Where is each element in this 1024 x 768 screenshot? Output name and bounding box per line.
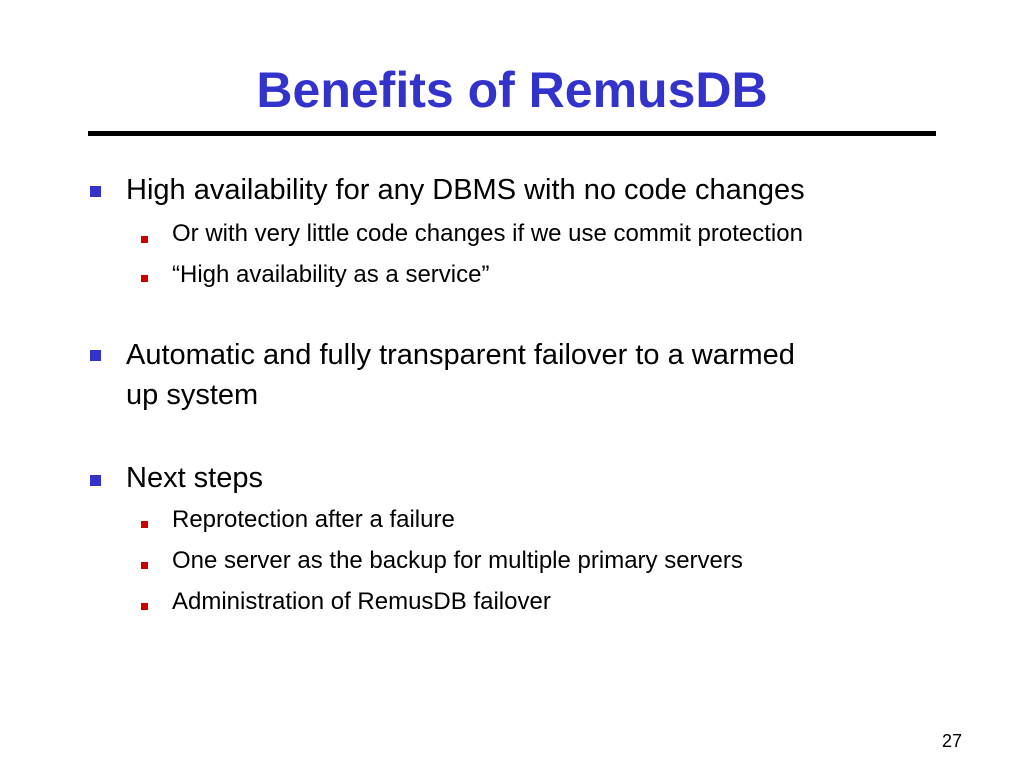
slide-title: Benefits of RemusDB — [256, 62, 768, 118]
bullet-text-line1: Automatic and fully transparent failover… — [126, 339, 795, 371]
bullet-text: High availability for any DBMS with no c… — [126, 174, 805, 206]
subbullet-text: Or with very little code changes if we u… — [172, 220, 803, 247]
title-divider — [88, 131, 936, 136]
subbullet-text: Administration of RemusDB failover — [172, 588, 551, 615]
bullet-text: Next steps — [126, 462, 263, 494]
square-bullet-icon — [90, 475, 101, 486]
square-bullet-icon — [90, 186, 101, 197]
square-bullet-icon — [90, 350, 101, 361]
square-bullet-icon — [141, 603, 148, 610]
bullet-text-line2: up system — [126, 379, 259, 411]
square-bullet-icon — [141, 562, 148, 569]
subbullet-text: One server as the backup for multiple pr… — [172, 547, 743, 574]
subbullet-text: Reprotection after a failure — [172, 506, 455, 533]
square-bullet-icon — [141, 236, 148, 243]
square-bullet-icon — [141, 275, 148, 282]
subbullet-text: “High availability as a service” — [172, 261, 490, 288]
page-number: 27 — [941, 731, 962, 751]
square-bullet-icon — [141, 521, 148, 528]
